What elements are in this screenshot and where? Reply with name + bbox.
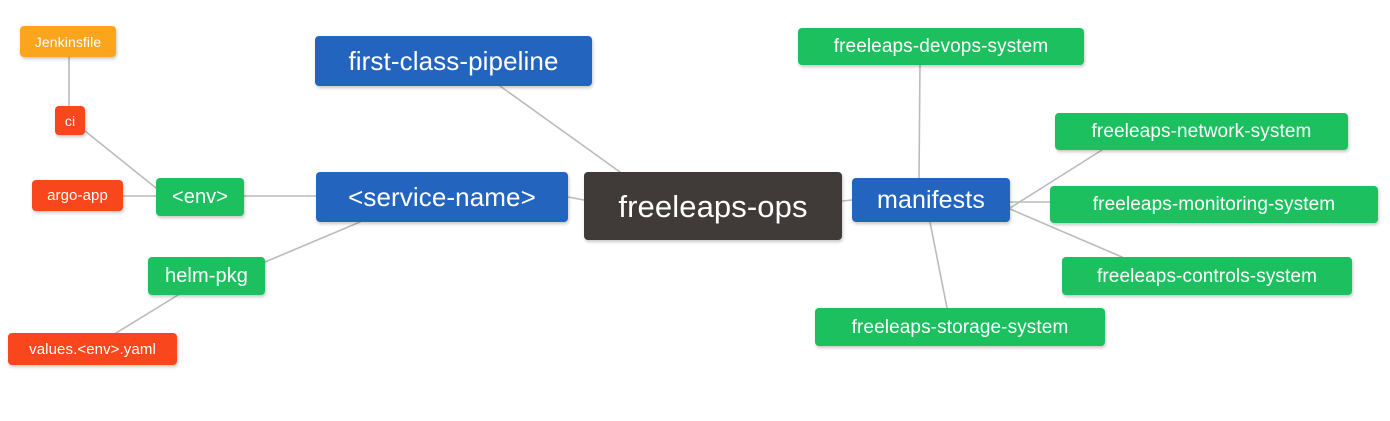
node-env[interactable]: <env> bbox=[156, 178, 244, 216]
edge-freeleaps-ops-to-service-name bbox=[567, 196, 585, 201]
edge-helm-pkg-to-values-yaml bbox=[115, 294, 179, 334]
edge-service-name-to-helm-pkg bbox=[264, 221, 361, 263]
node-freeleaps-devops-system[interactable]: freeleaps-devops-system bbox=[798, 28, 1084, 65]
node-freeleaps-storage-system[interactable]: freeleaps-storage-system bbox=[815, 308, 1105, 346]
node-first-class-pipeline[interactable]: first-class-pipeline bbox=[315, 36, 592, 86]
node-ci[interactable]: ci bbox=[55, 106, 85, 135]
node-freeleaps-controls-system[interactable]: freeleaps-controls-system bbox=[1062, 257, 1352, 295]
node-jenkinsfile[interactable]: Jenkinsfile bbox=[20, 26, 116, 57]
node-service-name[interactable]: <service-name> bbox=[316, 172, 568, 222]
node-helm-pkg[interactable]: helm-pkg bbox=[148, 257, 265, 295]
node-argo-app[interactable]: argo-app bbox=[32, 180, 123, 211]
node-freeleaps-monitoring-system[interactable]: freeleaps-monitoring-system bbox=[1050, 186, 1378, 223]
edge-freeleaps-ops-to-first-class-pipeline bbox=[499, 85, 621, 173]
node-manifests[interactable]: manifests bbox=[852, 178, 1010, 222]
node-freeleaps-network-system[interactable]: freeleaps-network-system bbox=[1055, 113, 1348, 150]
node-freeleaps-ops[interactable]: freeleaps-ops bbox=[584, 172, 842, 240]
edge-manifests-to-freeleaps-storage-system bbox=[929, 221, 948, 309]
edge-manifests-to-freeleaps-devops-system bbox=[918, 64, 921, 179]
edge-freeleaps-ops-to-manifests bbox=[841, 199, 853, 202]
node-values-yaml[interactable]: values.<env>.yaml bbox=[8, 333, 177, 365]
